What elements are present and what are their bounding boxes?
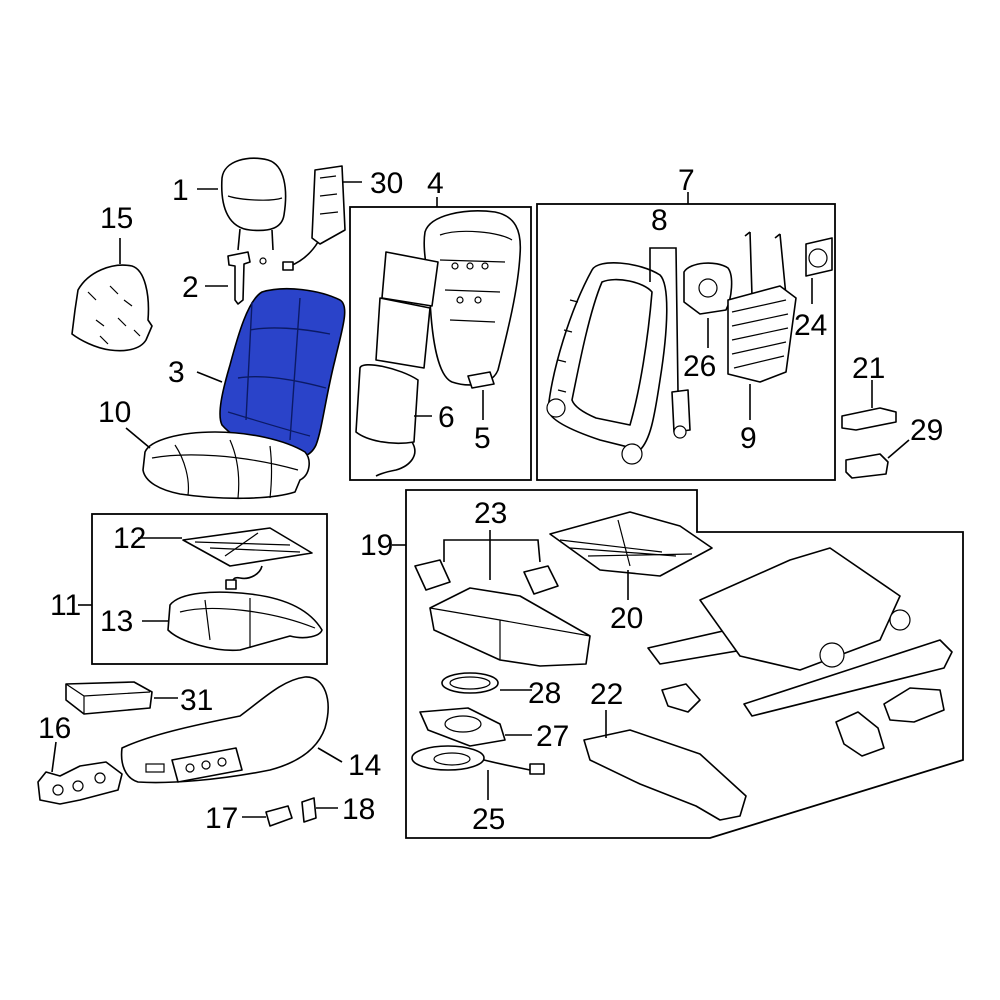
callout-9: 9	[740, 422, 757, 455]
headrest-guide[interactable]	[227, 251, 267, 305]
callout-11: 11	[50, 589, 81, 622]
actuator-center[interactable]	[835, 711, 885, 757]
module[interactable]	[65, 681, 153, 715]
callout-13: 13	[100, 605, 133, 638]
cushion-cover[interactable]	[142, 431, 310, 500]
callout-4: 4	[427, 167, 444, 200]
callout-30: 30	[370, 167, 403, 200]
callout-23: 23	[474, 497, 507, 530]
callout-26: 26	[683, 350, 716, 383]
callout-5: 5	[474, 422, 491, 455]
callout-16: 16	[38, 712, 71, 745]
seal[interactable]	[441, 672, 499, 694]
actuator-cylinder[interactable]	[661, 683, 701, 713]
blower-housing[interactable]	[414, 559, 591, 667]
lumbar-support[interactable]	[727, 231, 797, 383]
cushion-frame[interactable]	[549, 511, 713, 577]
callout-21: 21	[852, 352, 885, 385]
callout-6: 6	[438, 401, 455, 434]
callout-29: 29	[910, 414, 943, 447]
callout-3: 3	[168, 356, 185, 389]
box-7	[536, 203, 836, 481]
bracket[interactable]	[583, 729, 747, 821]
callout-20: 20	[610, 602, 643, 635]
seat-track-assembly[interactable]	[647, 547, 953, 717]
cushion-heater[interactable]	[182, 527, 313, 590]
seat-back-frame[interactable]	[546, 262, 668, 465]
fan[interactable]	[419, 707, 506, 747]
cushion-pad[interactable]	[167, 591, 323, 652]
callout-10: 10	[98, 396, 131, 429]
knob-17[interactable]	[265, 805, 293, 827]
callout-8: 8	[651, 204, 668, 237]
callout-22: 22	[590, 678, 623, 711]
headrest[interactable]	[220, 157, 287, 251]
clip[interactable]	[467, 371, 495, 389]
motor-24[interactable]	[805, 237, 833, 277]
recliner[interactable]	[671, 389, 691, 439]
box-19	[405, 489, 964, 839]
motor-26[interactable]	[683, 262, 733, 315]
side-shield[interactable]	[120, 676, 329, 784]
box-11	[91, 513, 328, 665]
actuator-right[interactable]	[883, 687, 945, 723]
callout-2: 2	[182, 271, 199, 304]
lever-21[interactable]	[841, 407, 897, 431]
airbag[interactable]	[282, 165, 346, 271]
back-panel[interactable]	[71, 264, 153, 352]
callout-25: 25	[472, 803, 505, 836]
harness[interactable]	[411, 745, 545, 775]
callout-28: 28	[528, 677, 561, 710]
box-4	[349, 206, 532, 481]
seat-back-pad-assembly[interactable]	[355, 210, 522, 477]
callout-14: 14	[348, 749, 381, 782]
callout-1: 1	[172, 174, 189, 207]
seat-back-cover[interactable]	[219, 287, 346, 459]
callout-31: 31	[180, 684, 213, 717]
lever-29[interactable]	[845, 453, 889, 479]
callout-27: 27	[536, 720, 569, 753]
callout-15: 15	[100, 202, 133, 235]
callout-19: 19	[360, 529, 393, 562]
callout-17: 17	[205, 802, 238, 835]
callout-7: 7	[678, 164, 695, 197]
callout-18: 18	[342, 793, 375, 826]
callout-12: 12	[113, 522, 146, 555]
callout-24: 24	[794, 309, 827, 342]
leader-lines	[51, 181, 910, 818]
power-switch[interactable]	[37, 761, 123, 805]
knob-18[interactable]	[301, 797, 317, 823]
